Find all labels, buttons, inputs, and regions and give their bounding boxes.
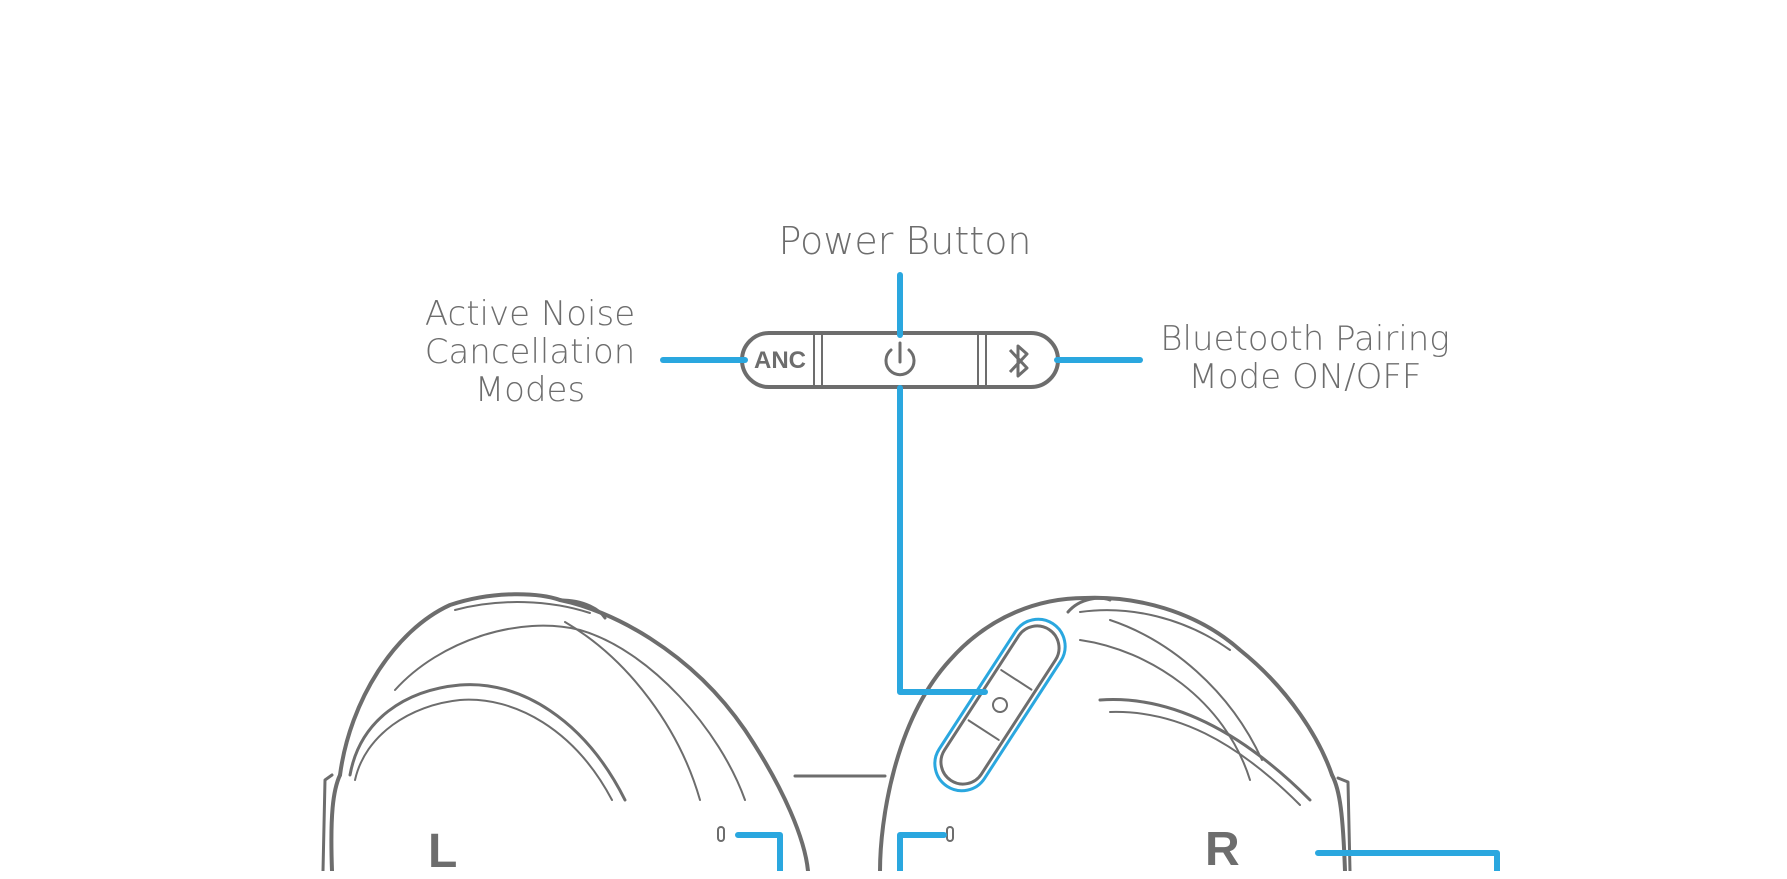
right-earcup-letter: R	[1205, 823, 1240, 876]
anc-label-line-1: Active Noise	[424, 294, 636, 334]
left-mic-callout	[735, 832, 783, 871]
right-mic-callout	[897, 832, 947, 871]
anc-label-line-3: Modes	[474, 370, 586, 410]
power-button-label: Power Button	[740, 222, 1070, 260]
left-earcup	[321, 592, 810, 871]
anc-button-label: ANC	[754, 347, 806, 374]
left-earcup-letter: L	[428, 825, 458, 878]
bluetooth-label-line-2: Mode ON/OFF	[1188, 357, 1422, 397]
right-earcup	[878, 595, 1352, 871]
power-icon	[884, 341, 916, 377]
callout-lines	[660, 272, 1500, 871]
anc-label-line-2: Cancellation	[424, 332, 636, 372]
strip-highlight	[933, 617, 1067, 793]
earcup-button-strip	[939, 624, 1061, 786]
power-button-label-text: Power Button	[778, 219, 1032, 263]
headphones-illustration	[321, 592, 1352, 871]
bluetooth-icon	[1008, 344, 1029, 378]
right-cup-callout	[1315, 850, 1500, 871]
bluetooth-pairing-label: Bluetooth Pairing Mode ON/OFF	[1140, 320, 1470, 396]
bluetooth-label-line-1: Bluetooth Pairing	[1160, 319, 1450, 359]
button-strip-closeup: ANC	[740, 331, 1060, 389]
strip-callout	[897, 385, 988, 695]
anc-modes-label: Active Noise Cancellation Modes	[380, 295, 680, 409]
